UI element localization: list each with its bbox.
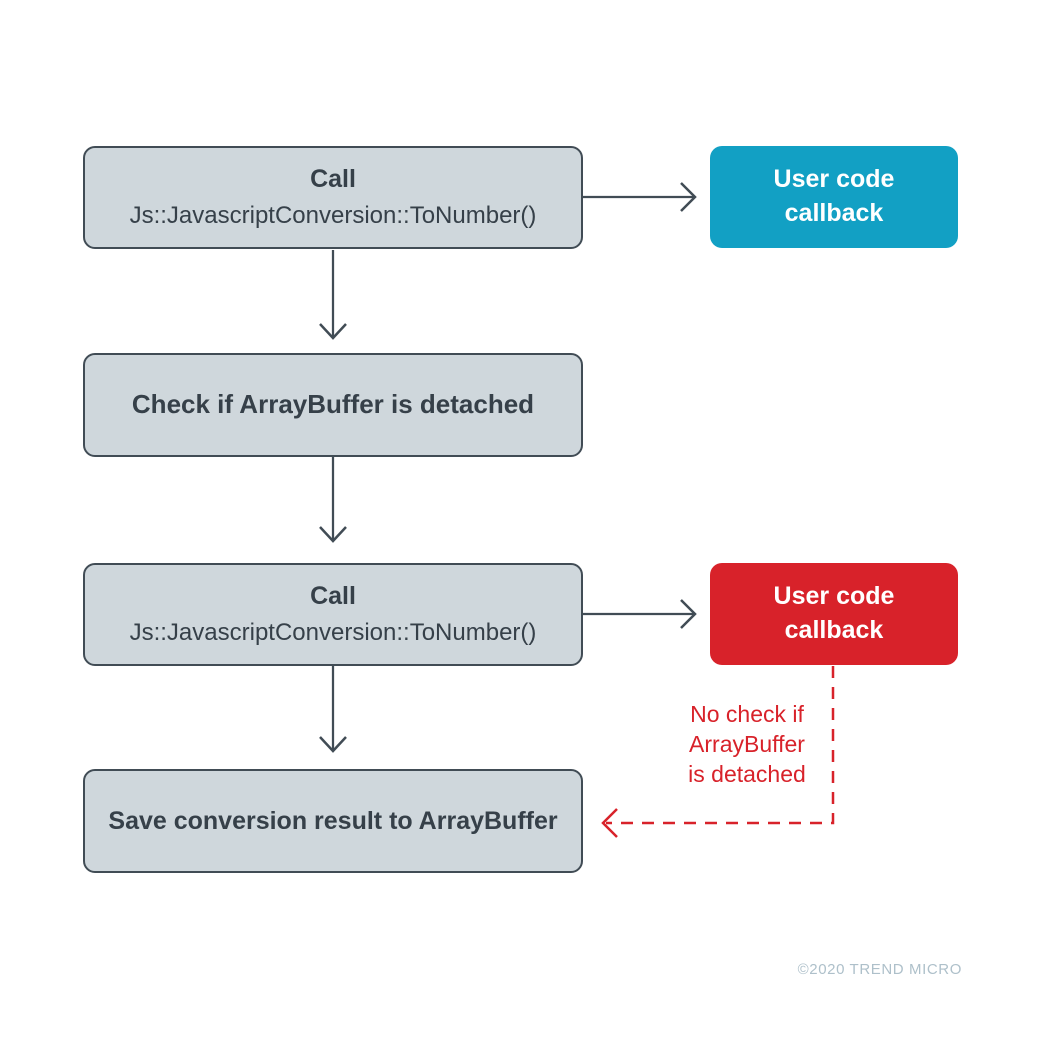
callback-label: User code callback xyxy=(773,582,895,644)
warning-annotation: No check if ArrayBuffer is detached xyxy=(688,701,806,787)
arrowhead-down-icon xyxy=(319,526,347,543)
copyright-text: ©2020 TREND MICRO xyxy=(797,961,962,978)
node-label: Save conversion result to ArrayBuffer xyxy=(108,806,558,835)
callback-node-safe: User code callback xyxy=(710,146,958,248)
node-title: Call xyxy=(310,165,356,194)
dashed-arrow-callback2-to-save xyxy=(606,666,835,825)
arrowhead-down-icon xyxy=(319,323,347,340)
node-subtitle: Js::JavascriptConversion::ToNumber() xyxy=(129,618,537,646)
arrowhead-right-icon xyxy=(680,599,697,629)
callback-node-unsafe: User code callback xyxy=(710,563,958,665)
arrowhead-left-red-icon xyxy=(601,808,618,838)
node-subtitle: Js::JavascriptConversion::ToNumber() xyxy=(129,201,537,229)
callback-label: User code callback xyxy=(773,165,895,227)
flow-node-check-detached: Check if ArrayBuffer is detached xyxy=(83,353,583,457)
arrowhead-down-icon xyxy=(319,736,347,753)
arrowhead-right-icon xyxy=(680,182,697,212)
node-label: Check if ArrayBuffer is detached xyxy=(131,389,535,420)
node-title: Call xyxy=(310,582,356,611)
flow-node-call-tonumber-first: Call Js::JavascriptConversion::ToNumber(… xyxy=(83,146,583,249)
flow-node-save-result: Save conversion result to ArrayBuffer xyxy=(83,769,583,873)
flow-node-call-tonumber-second: Call Js::JavascriptConversion::ToNumber(… xyxy=(83,563,583,666)
